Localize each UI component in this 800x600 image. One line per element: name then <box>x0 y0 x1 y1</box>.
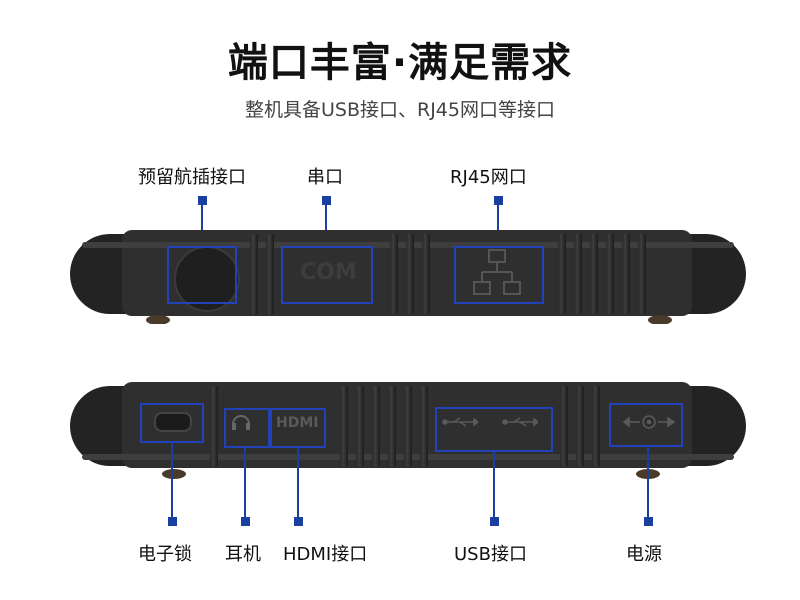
lock-highlight <box>140 403 204 443</box>
usb-highlight <box>435 407 553 452</box>
headphone-icon <box>232 415 250 430</box>
connector-headphone <box>244 448 246 519</box>
marker-rj45 <box>494 196 503 205</box>
connector-serial <box>325 204 327 248</box>
serial-port-highlight <box>281 246 373 304</box>
marker-headphone <box>241 517 250 526</box>
label-aviation-port: 预留航插接口 <box>138 167 246 188</box>
connector-lock <box>171 443 173 519</box>
hdmi-highlight <box>270 408 326 448</box>
usb-icon <box>442 417 478 427</box>
marker-usb <box>490 517 499 526</box>
label-hdmi-port: HDMI接口 <box>283 544 368 565</box>
usb-icon-2 <box>502 417 538 427</box>
marker-lock <box>168 517 177 526</box>
connector-hdmi <box>297 448 299 519</box>
aviation-plug-cap <box>174 246 240 312</box>
rj45-port-highlight <box>454 246 544 304</box>
lock-slot <box>154 412 192 432</box>
page-title: 端口丰富·满足需求 <box>227 40 573 86</box>
hdmi-marking: HDMI <box>276 415 319 431</box>
connector-power <box>647 447 649 519</box>
headphone-highlight <box>224 408 270 448</box>
power-icon <box>622 415 676 429</box>
marker-power <box>644 517 653 526</box>
page-subtitle: 整机具备USB接口、RJ45网口等接口 <box>245 99 555 121</box>
marker-serial <box>322 196 331 205</box>
network-icon <box>473 249 521 295</box>
label-serial-port: 串口 <box>307 167 343 188</box>
label-usb-port: USB接口 <box>454 544 527 565</box>
device-top-edge: COM <box>70 228 746 325</box>
connector-usb <box>493 452 495 519</box>
marker-aviation <box>198 196 207 205</box>
marker-hdmi <box>294 517 303 526</box>
connector-aviation <box>201 204 203 248</box>
label-electronic-lock: 电子锁 <box>138 544 192 565</box>
power-highlight <box>609 403 683 447</box>
label-power: 电源 <box>626 544 662 565</box>
com-marking: COM <box>300 260 357 285</box>
label-headphone: 耳机 <box>225 544 261 565</box>
aviation-port-highlight <box>167 246 237 304</box>
connector-rj45 <box>497 204 499 248</box>
label-rj45-port: RJ45网口 <box>450 167 527 188</box>
